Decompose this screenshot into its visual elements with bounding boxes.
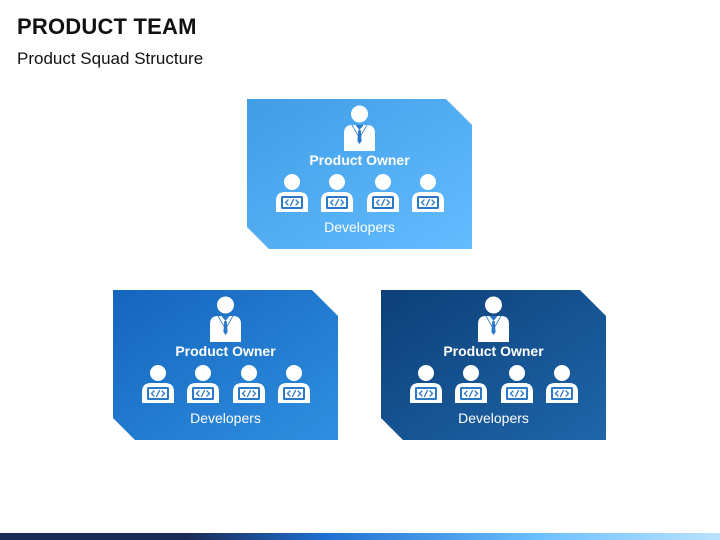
developers-group [275, 174, 445, 212]
squad-card-top: Product Owner Developers [247, 99, 472, 249]
developer-icon [232, 365, 266, 403]
footer-gradient-bar [0, 533, 720, 540]
developers-label: Developers [324, 219, 395, 235]
developer-icon [275, 174, 309, 212]
developer-icon [186, 365, 220, 403]
developer-icon [141, 365, 175, 403]
developers-group [409, 365, 579, 403]
developer-icon [277, 365, 311, 403]
product-owner-label: Product Owner [309, 152, 410, 168]
product-owner-label: Product Owner [175, 343, 276, 359]
squad-card-left: Product Owner Developers [113, 290, 338, 440]
developers-group [141, 365, 311, 403]
squad-card-right: Product Owner Developers [381, 290, 606, 440]
developer-icon [411, 174, 445, 212]
product-owner-icon [477, 296, 510, 342]
developer-icon [409, 365, 443, 403]
page-subtitle: Product Squad Structure [17, 49, 204, 68]
page-title: PRODUCT TEAM [17, 14, 197, 39]
developer-icon [545, 365, 579, 403]
product-owner-icon [343, 105, 376, 151]
product-owner-icon [209, 296, 242, 342]
product-owner-label: Product Owner [443, 343, 544, 359]
developers-label: Developers [458, 410, 529, 426]
developer-icon [320, 174, 354, 212]
developers-label: Developers [190, 410, 261, 426]
developer-icon [500, 365, 534, 403]
developer-icon [366, 174, 400, 212]
developer-icon [454, 365, 488, 403]
